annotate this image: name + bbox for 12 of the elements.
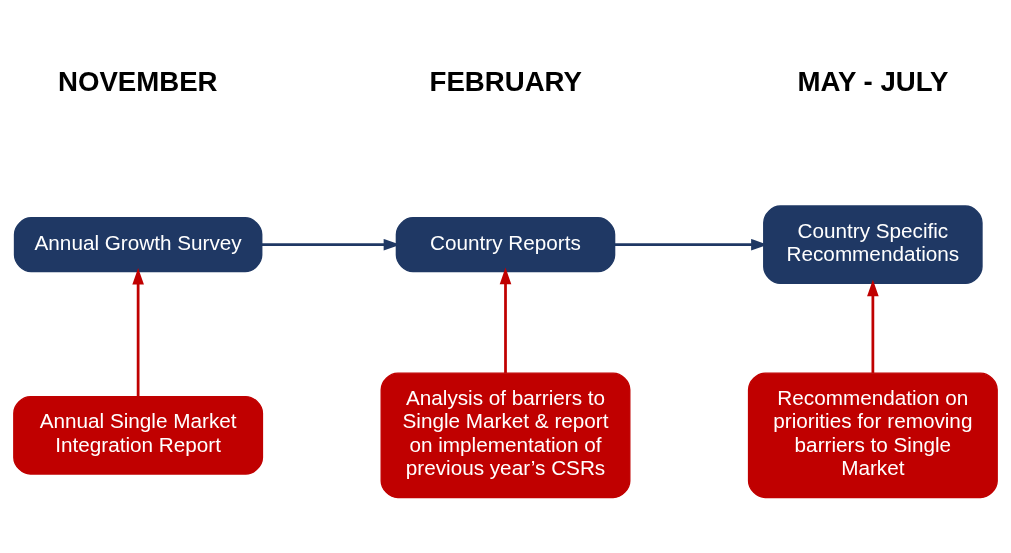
node-box: Country Specific Recommendations	[763, 205, 983, 285]
label: NOVEMBER	[58, 66, 218, 98]
node-box: Annual Growth Survey	[13, 217, 263, 273]
node-box: Annual Single Market Integration Report	[13, 395, 264, 475]
node-box: Country Reports	[395, 217, 616, 273]
label: MAY - JULY	[797, 66, 949, 98]
arrow	[132, 267, 144, 397]
node-box: Recommendation on priorities for removing barriers to Single Market	[747, 372, 998, 499]
node-box: Analysis of barriers to Single Market & report on implementation of previous year’s CSRs	[380, 372, 631, 499]
arrow	[867, 279, 879, 373]
label: FEBRUARY	[429, 66, 582, 98]
arrow	[499, 267, 512, 373]
